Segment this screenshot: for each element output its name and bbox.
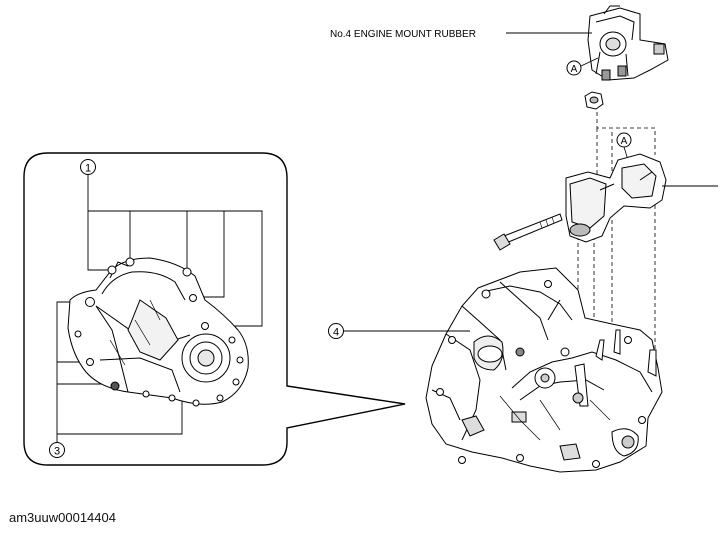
image-code: am3uuw00014404: [9, 510, 116, 525]
callout-1-label: 1: [85, 163, 91, 175]
callout-a-bracket-label: A: [621, 136, 628, 147]
callout-4: 4: [328, 323, 470, 339]
transaxle-assembly: [425, 267, 663, 473]
mount-bracket: [565, 153, 667, 243]
callout-a-top: A: [566, 57, 599, 76]
callout-a-top-label: A: [571, 64, 578, 75]
callout-1: 1: [80, 159, 96, 175]
callout-3-label: 3: [54, 446, 60, 458]
callout-3: 3: [49, 442, 65, 458]
mount-rubber-label: No.4 ENGINE MOUNT RUBBER: [330, 29, 476, 40]
mount-bolt: [493, 213, 563, 251]
inset-transaxle-housing: [67, 257, 249, 407]
callout-4-label: 4: [333, 327, 339, 339]
engine-mount-rubber: [587, 5, 669, 81]
mount-nut: [584, 91, 604, 110]
callout-a-bracket: A: [616, 132, 632, 161]
